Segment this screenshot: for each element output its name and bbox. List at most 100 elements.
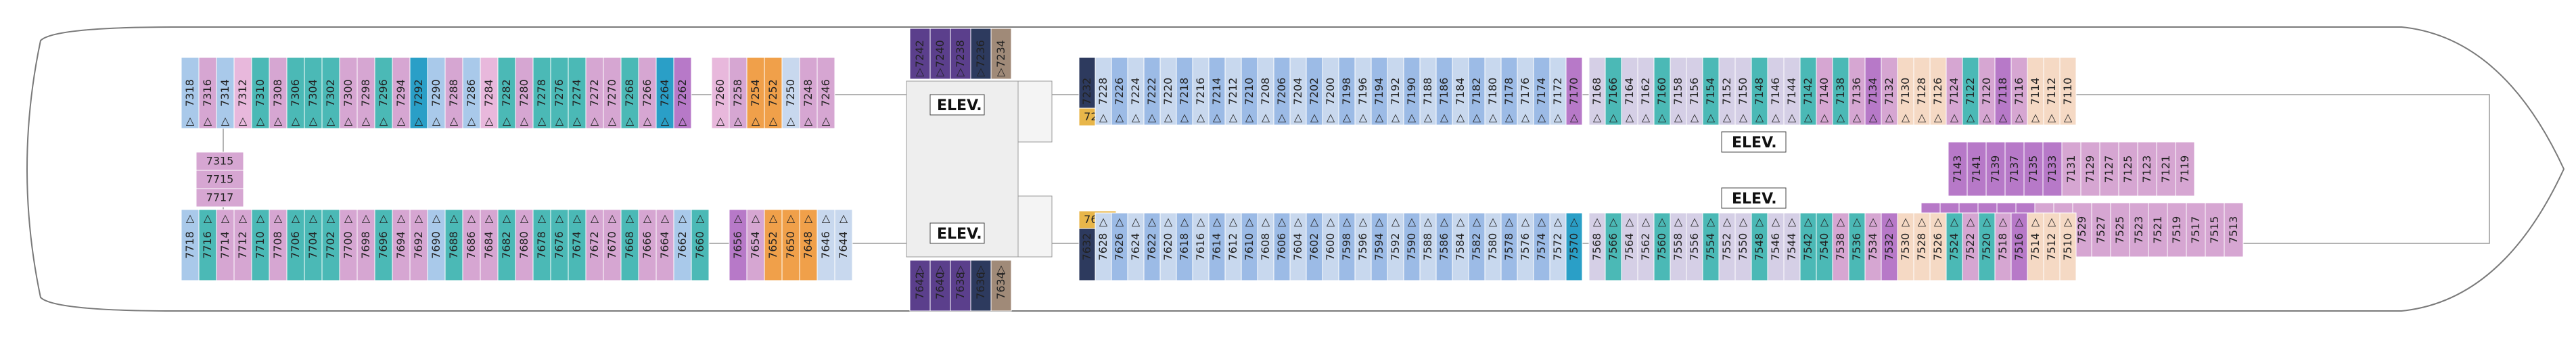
cabin-7690[interactable]: 7690△	[427, 209, 446, 281]
cabin-box[interactable]	[1994, 212, 2012, 281]
cabin-7188[interactable]: 7188△	[1419, 57, 1437, 126]
cabin-box[interactable]	[1767, 57, 1785, 126]
cabin-box[interactable]	[1653, 57, 1671, 126]
cabin-box[interactable]	[321, 209, 340, 281]
cabin-7572[interactable]: 7572△	[1549, 212, 1567, 281]
cabin-7274[interactable]: 7274△	[568, 57, 586, 129]
cabin-7620[interactable]: 7620△	[1159, 212, 1177, 281]
cabin-box[interactable]	[1978, 212, 1996, 281]
cabin-box[interactable]	[729, 209, 748, 281]
cabin-7132[interactable]: 7132△	[1881, 57, 1898, 126]
cabin-box[interactable]	[1637, 57, 1655, 126]
cabin-7626[interactable]: 7626△	[1111, 212, 1128, 281]
cabin-box[interactable]	[1751, 212, 1768, 281]
cabin-7308[interactable]: 7308△	[269, 57, 288, 129]
cabin-box[interactable]	[929, 28, 951, 80]
cabin-7190[interactable]: 7190△	[1403, 57, 1421, 126]
cabin-box[interactable]	[1565, 212, 1583, 281]
cabin-7714[interactable]: 7714△	[216, 209, 235, 281]
cabin-box[interactable]	[816, 57, 835, 129]
cabin-7650[interactable]: 7650△	[781, 209, 800, 281]
cabin-7704[interactable]: 7704△	[304, 209, 323, 281]
cabin-box[interactable]	[2027, 212, 2044, 281]
cabin-7660[interactable]: 7660△	[691, 209, 710, 281]
cabin-box[interactable]	[2118, 141, 2138, 197]
cabin-7218[interactable]: 7218△	[1176, 57, 1193, 126]
cabin-7540[interactable]: 7540△	[1816, 212, 1833, 281]
cabin-box[interactable]	[1322, 57, 1339, 126]
cabin-7180[interactable]: 7180△	[1484, 57, 1502, 126]
cabin-7258[interactable]: 7258△	[729, 57, 748, 129]
cabin-7316[interactable]: 7316△	[198, 57, 217, 129]
cabin-box[interactable]	[1371, 212, 1388, 281]
cabin-box[interactable]	[216, 57, 235, 129]
cabin-7208[interactable]: 7208△	[1257, 57, 1274, 126]
cabin-box[interactable]	[1159, 57, 1177, 126]
cabin-7523[interactable]: 7523	[2129, 202, 2149, 258]
cabin-7662[interactable]: 7662△	[673, 209, 692, 281]
cabin-box[interactable]	[392, 209, 411, 281]
cabin-7608[interactable]: 7608△	[1257, 212, 1274, 281]
cabin-box[interactable]	[2186, 202, 2206, 258]
cabin-box[interactable]	[729, 57, 748, 129]
cabin-7118[interactable]: 7118△	[1994, 57, 2012, 126]
cabin-7532[interactable]: 7532△	[1881, 212, 1898, 281]
cabin-box[interactable]	[1533, 212, 1550, 281]
cabin-box[interactable]	[374, 57, 393, 129]
cabin-7122[interactable]: 7122△	[1962, 57, 1979, 126]
cabin-7554[interactable]: 7554△	[1702, 212, 1720, 281]
cabin-7644[interactable]: 7644△	[834, 209, 853, 281]
cabin-7210[interactable]: 7210△	[1241, 57, 1258, 126]
cabin-box[interactable]	[444, 57, 463, 129]
cabin-7240[interactable]: 7240△	[929, 28, 951, 80]
cabin-7318[interactable]: 7318△	[181, 57, 200, 129]
cabin-box[interactable]	[1913, 212, 1931, 281]
cabin-7127[interactable]: 7127	[2099, 141, 2119, 197]
cabin-box[interactable]	[1468, 212, 1486, 281]
cabin-box[interactable]	[1605, 57, 1622, 126]
cabin-box[interactable]	[1751, 57, 1768, 126]
cabin-7670[interactable]: 7670△	[603, 209, 622, 281]
cabin-box[interactable]	[603, 57, 622, 129]
cabin-box[interactable]	[1783, 57, 1801, 126]
cabin-box[interactable]	[392, 57, 411, 129]
cabin-box[interactable]	[2010, 212, 2028, 281]
cabin-7220[interactable]: 7220△	[1159, 57, 1177, 126]
cabin-box[interactable]	[427, 57, 446, 129]
cabin-7514[interactable]: 7514△	[2027, 212, 2044, 281]
cabin-box[interactable]	[2129, 202, 2149, 258]
cabin-box[interactable]	[181, 57, 200, 129]
cabin-7664[interactable]: 7664△	[656, 209, 674, 281]
cabin-7624[interactable]: 7624△	[1127, 212, 1145, 281]
cabin-box[interactable]	[1897, 57, 1914, 126]
cabin-7596[interactable]: 7596△	[1354, 212, 1372, 281]
cabin-box[interactable]	[950, 260, 971, 312]
cabin-box[interactable]	[2099, 141, 2119, 197]
cabin-7294[interactable]: 7294△	[392, 57, 411, 129]
cabin-7678[interactable]: 7678△	[532, 209, 551, 281]
cabin-7270[interactable]: 7270△	[603, 57, 622, 129]
cabin-box[interactable]	[1289, 57, 1307, 126]
cabin-7652[interactable]: 7652△	[764, 209, 783, 281]
cabin-7137[interactable]: 7137	[2004, 141, 2025, 197]
cabin-7527[interactable]: 7527	[2091, 202, 2111, 258]
cabin-7135[interactable]: 7135	[2023, 141, 2044, 197]
cabin-7528[interactable]: 7528△	[1913, 212, 1931, 281]
cabin-box[interactable]	[1767, 212, 1785, 281]
cabin-7522[interactable]: 7522△	[1962, 212, 1979, 281]
cabin-box[interactable]	[585, 209, 604, 281]
cabin-7134[interactable]: 7134△	[1864, 57, 1882, 126]
cabin-7170[interactable]: 7170△	[1565, 57, 1583, 126]
cabin-7676[interactable]: 7676△	[550, 209, 569, 281]
cabin-7524[interactable]: 7524△	[1946, 212, 1963, 281]
cabin-7116[interactable]: 7116△	[2010, 57, 2028, 126]
cabin-box[interactable]	[1273, 57, 1291, 126]
cabin-7692[interactable]: 7692△	[409, 209, 428, 281]
cabin-7139[interactable]: 7139	[1985, 141, 2006, 197]
cabin-box[interactable]	[1435, 57, 1453, 126]
cabin-7552[interactable]: 7552△	[1718, 212, 1736, 281]
cabin-box[interactable]	[1637, 212, 1655, 281]
cabin-box[interactable]	[1354, 57, 1372, 126]
cabin-7648[interactable]: 7648△	[799, 209, 818, 281]
cabin-7315[interactable]: 7315	[196, 151, 244, 171]
